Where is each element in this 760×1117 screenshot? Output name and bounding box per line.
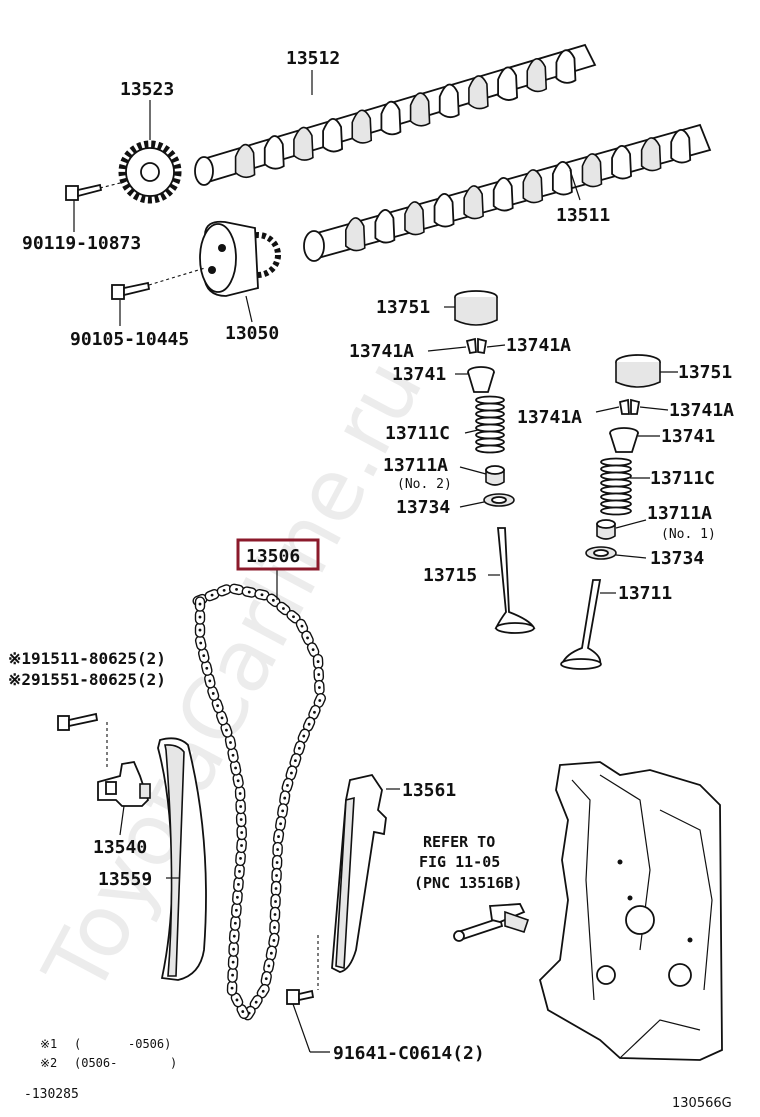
label-cam-sprocket[interactable]: 13523 <box>120 79 174 100</box>
label-spring-seat-a[interactable]: 13711A <box>383 455 448 476</box>
timing-chain[interactable] <box>192 583 327 1022</box>
label-spring-seat-b[interactable]: 13711A <box>647 503 712 524</box>
label-spring-a[interactable]: 13711C <box>385 423 450 444</box>
label-keeper-b-right[interactable]: 13741A <box>669 400 734 421</box>
label-tensioner-bolt-2[interactable]: ※291551-80625(2) <box>8 670 166 689</box>
footnote-1-mark: ※1 <box>40 1037 57 1051</box>
retainer-b[interactable] <box>609 427 639 453</box>
label-stem-seal-a[interactable]: 13734 <box>396 497 450 518</box>
valve-lifter-a[interactable] <box>454 290 498 326</box>
label-valve-exhaust[interactable]: 13715 <box>423 565 477 586</box>
serial-range: -130285 <box>24 1087 79 1102</box>
camshaft-intake[interactable] <box>303 123 712 262</box>
spring-seat-b[interactable] <box>596 519 616 540</box>
cam-sprocket[interactable] <box>118 140 182 204</box>
label-damper-bolt[interactable]: 91641-C0614(2) <box>333 1043 485 1064</box>
highlight-box <box>236 538 320 571</box>
label-valve-lifter-b[interactable]: 13751 <box>678 362 732 383</box>
label-slipper[interactable]: 13559 <box>98 869 152 890</box>
bolt-vvt[interactable] <box>111 281 151 300</box>
chain-damper[interactable] <box>331 773 387 973</box>
chain-slipper[interactable] <box>157 737 207 981</box>
label-timing-chain[interactable]: 13506 <box>246 546 300 567</box>
label-keeper-a-right[interactable]: 13741A <box>506 335 571 356</box>
camshaft-exhaust[interactable] <box>194 43 597 186</box>
label-stem-seal-b[interactable]: 13734 <box>650 548 704 569</box>
spring-b[interactable] <box>600 457 632 516</box>
leader-lines <box>73 70 678 1053</box>
reference-line-2[interactable]: FIG 11-05 <box>419 853 500 871</box>
label-bolt-vvt[interactable]: 90105-10445 <box>70 329 189 350</box>
label-retainer-a[interactable]: 13741 <box>392 364 446 385</box>
tensioner-bolt[interactable] <box>57 712 99 731</box>
retainer-a[interactable] <box>467 366 495 393</box>
keepers-b[interactable] <box>618 398 641 415</box>
label-retainer-b[interactable]: 13741 <box>661 426 715 447</box>
label-bolt-sprocket[interactable]: 90119-10873 <box>22 233 141 254</box>
label-keeper-b-left[interactable]: 13741A <box>517 407 582 428</box>
spring-seat-a[interactable] <box>485 465 505 486</box>
footnote-1-range: -0506) <box>128 1037 171 1051</box>
keepers-a[interactable] <box>465 337 488 355</box>
footnote-1-open: ( <box>74 1037 81 1051</box>
valve-exhaust[interactable] <box>494 527 536 634</box>
valve-lifter-b[interactable] <box>615 354 661 388</box>
reference-pin[interactable] <box>453 903 530 942</box>
reference-line-3[interactable]: (PNC 13516B) <box>414 874 522 892</box>
label-tensioner-bolt-1[interactable]: ※191511-80625(2) <box>8 649 166 668</box>
label-camshaft-intake[interactable]: 13511 <box>556 205 610 226</box>
label-keeper-a-left[interactable]: 13741A <box>349 341 414 362</box>
stem-seal-a[interactable] <box>483 493 515 507</box>
footnote-2-mark: ※2 <box>40 1056 57 1070</box>
label-valve-lifter-a[interactable]: 13751 <box>376 297 430 318</box>
label-vvt-gear[interactable]: 13050 <box>225 323 279 344</box>
spring-a[interactable] <box>475 395 505 454</box>
footnote-2-close: ) <box>170 1056 177 1070</box>
label-spring-b[interactable]: 13711C <box>650 468 715 489</box>
reference-line-1[interactable]: REFER TO <box>423 833 495 851</box>
label-valve-intake[interactable]: 13711 <box>618 583 672 604</box>
stem-seal-b[interactable] <box>585 546 617 560</box>
footnote-2-range: (0506- <box>74 1056 117 1070</box>
engine-block <box>538 761 723 1061</box>
vvt-gear[interactable] <box>199 220 281 297</box>
tensioner[interactable] <box>97 760 151 807</box>
label-damper[interactable]: 13561 <box>402 780 456 801</box>
label-spring-seat-a-note: (No. 2) <box>397 477 452 492</box>
label-camshaft-exhaust[interactable]: 13512 <box>286 48 340 69</box>
label-spring-seat-b-note: (No. 1) <box>661 527 716 542</box>
damper-bolt[interactable] <box>286 989 315 1005</box>
figure-id: 130566G <box>672 1096 732 1111</box>
valve-intake[interactable] <box>560 579 602 670</box>
label-tensioner[interactable]: 13540 <box>93 837 147 858</box>
bolt-sprocket[interactable] <box>65 183 103 201</box>
